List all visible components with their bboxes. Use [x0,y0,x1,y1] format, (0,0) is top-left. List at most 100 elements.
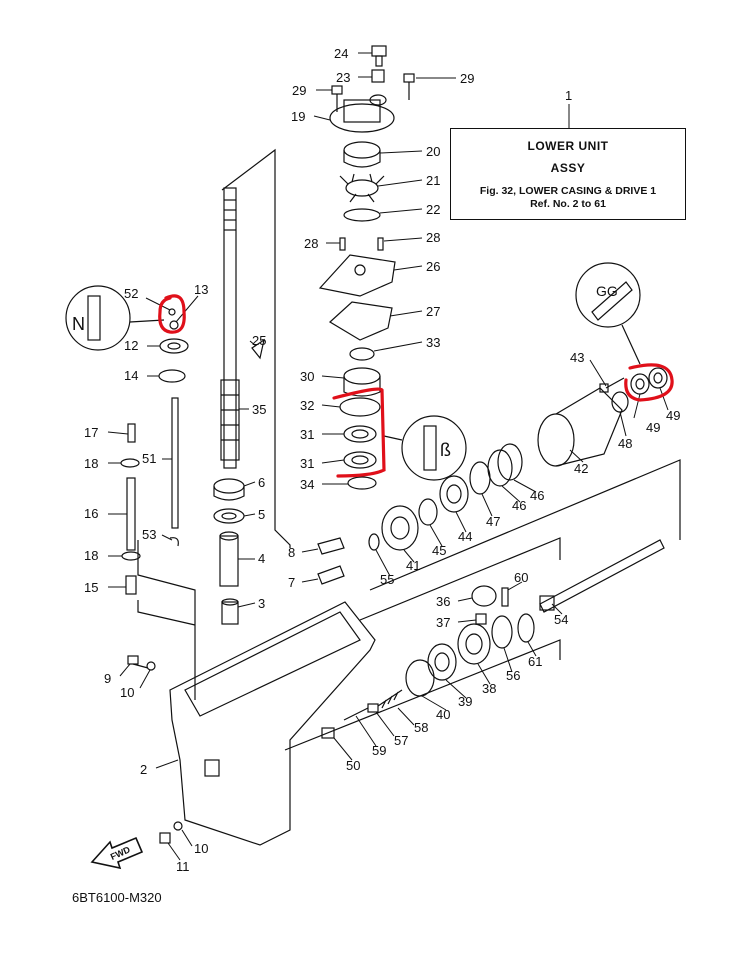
collar-23 [371,69,385,83]
callout-25: 25 [252,333,266,348]
callout-32: 32 [300,398,314,413]
washer-5 [213,508,245,524]
callout-13: 13 [194,282,208,297]
callout-28-right: 28 [426,230,440,245]
red-circle-seals-49 [624,363,674,402]
diagram-code: 6BT6100-M320 [72,890,162,905]
callout-56: 56 [506,668,520,683]
detail-circle-left: N [65,285,165,351]
bolt-24 [371,45,387,67]
red-bracket-seals-31-32 [332,387,386,478]
callout-5: 5 [258,507,265,522]
callout-24: 24 [334,46,348,61]
callout-61: 61 [528,654,542,669]
title-box: LOWER UNIT ASSY Fig. 32, LOWER CASING & … [450,128,686,220]
callout-58: 58 [414,720,428,735]
gasket-22 [343,208,381,222]
nut-37 [475,613,487,625]
callout-57: 57 [394,733,408,748]
washer-55 [368,533,380,551]
callout-22: 22 [426,202,440,217]
callout-47: 47 [486,514,500,529]
callout-18-bottom: 18 [84,548,98,563]
grommet-25 [251,338,265,360]
group-bracket-top [221,148,291,548]
fwd-arrow-icon [90,836,144,870]
callout-53: 53 [142,527,156,542]
propeller-shaft-housing-42 [537,387,623,467]
title-box-ref-number: 1 [565,88,573,103]
callout-20: 20 [426,144,440,159]
callout-16: 16 [84,506,98,521]
callout-46-left: 46 [512,498,526,513]
svg-text:ß: ß [440,440,451,460]
callout-50: 50 [346,758,360,773]
seal-33 [349,347,375,361]
connector-15 [125,575,137,595]
callout-52: 52 [124,286,138,301]
callout-33: 33 [426,335,440,350]
bushing-12 [159,338,189,354]
callout-10-bottom: 10 [194,841,208,856]
callout-55: 55 [380,572,394,587]
callout-54: 54 [554,612,568,627]
callout-23: 23 [336,70,350,85]
callout-29-right: 29 [460,71,474,86]
rod-16 [126,477,136,551]
callout-11: 11 [176,859,190,874]
callout-3: 3 [258,596,265,611]
svg-text:GG: GG [596,283,618,299]
leader-lines [107,52,669,861]
callout-34: 34 [300,477,314,492]
callout-46-right: 46 [530,488,544,503]
o-ring-34 [347,476,377,490]
pins-28 [339,237,384,251]
water-pump-housing-19 [329,94,395,133]
impeller-21 [339,173,385,203]
callout-6: 6 [258,475,265,490]
washer-10-bottom [173,821,183,831]
gasket-27 [328,301,393,341]
callout-8: 8 [288,545,295,560]
callout-36: 36 [436,594,450,609]
reverse-gear-41 [381,505,419,551]
title-line-2: ASSY [550,161,586,175]
washer-10-top [146,661,156,671]
bolt-43 [599,377,625,393]
insert-cartridge-20 [343,141,381,168]
callout-35: 35 [252,402,266,417]
clip-18-bottom [121,551,141,561]
plunger-57 [367,703,379,713]
o-ring-14 [158,369,186,383]
propeller-shaft-54 [539,539,665,613]
dowels-8-7 [317,537,345,585]
seal-52-13 [168,308,179,330]
callout-60: 60 [514,570,528,585]
cam-50 [321,727,335,739]
outer-plate-cartridge-26 [318,254,396,297]
clip-18-top [120,458,140,468]
callout-9: 9 [104,671,111,686]
callout-30: 30 [300,369,314,384]
callout-4: 4 [258,551,265,566]
bearing-39 [427,643,457,681]
callout-41: 41 [406,558,420,573]
red-circle-seal-13 [158,294,186,334]
bolt-11 [159,832,171,844]
callout-27: 27 [426,304,440,319]
detail-circle-right-top: GG [575,262,641,365]
shim-40 [405,659,435,697]
group-bracket-left [137,540,196,700]
title-line-4: Ref. No. 2 to 61 [530,198,606,210]
pin-60 [501,587,509,607]
lower-casing-2 [169,601,376,846]
callout-31-top: 31 [300,427,314,442]
clip-53 [169,537,179,547]
callout-44: 44 [458,529,472,544]
callout-45: 45 [432,543,446,558]
oil-seals-49 [630,367,668,395]
callout-7: 7 [288,575,295,590]
callout-49-left: 49 [646,420,660,435]
pinion-36 [471,585,497,607]
callout-18-top: 18 [84,456,98,471]
